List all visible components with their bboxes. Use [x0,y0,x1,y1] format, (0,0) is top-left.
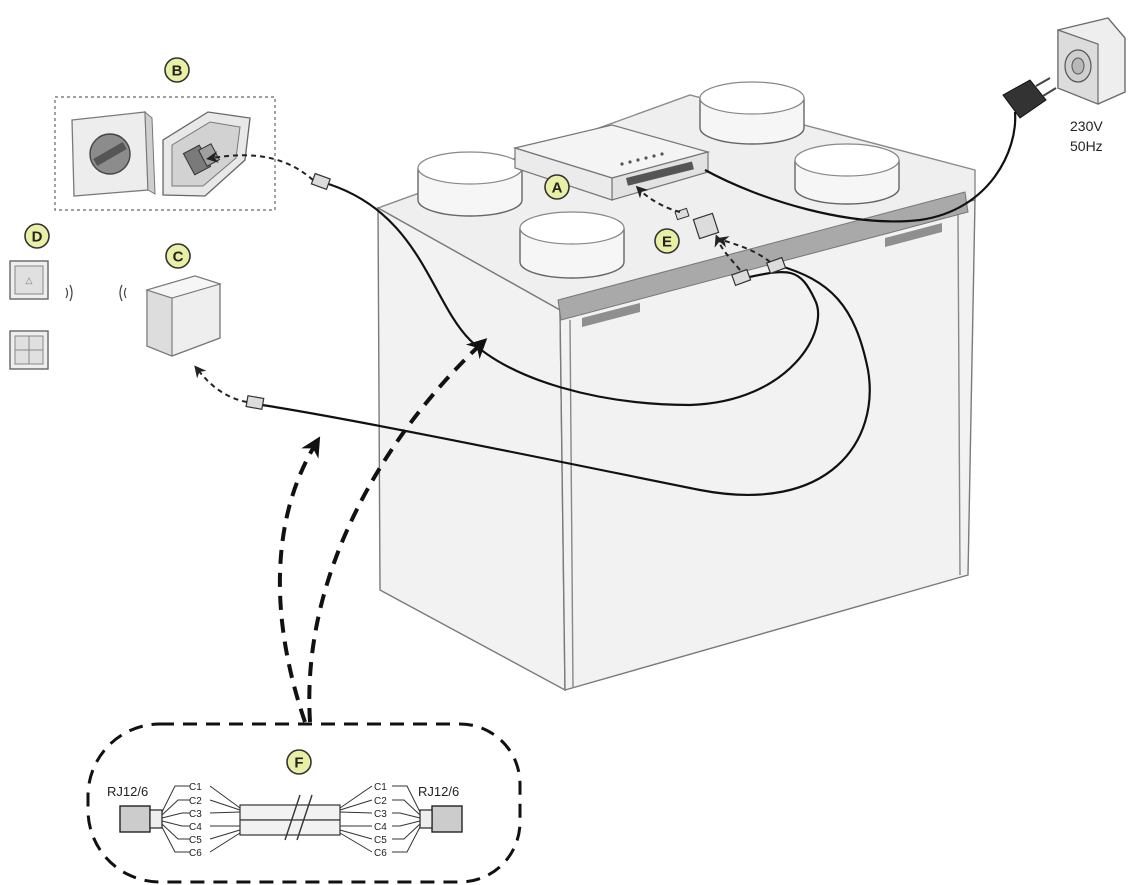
badge-f: F [286,749,312,775]
cable-receiver-to-unit [261,263,871,496]
rail-handle-right [885,223,942,247]
wire-label: C1 [189,782,202,793]
wire-label: C5 [189,835,202,846]
badge-e: E [654,228,680,254]
arrow-to-module-a [635,185,681,213]
connector-label-right: RJ12/6 [418,784,459,799]
svg-text:△: △ [26,275,33,285]
wire-label: C6 [374,848,387,859]
wire-fan-right [339,785,421,853]
badge-a: A [544,174,570,200]
wire-fan-left [161,785,241,853]
wire-label: C6 [189,848,202,859]
control-module-port-strip [626,161,694,186]
badge-label: A [552,180,563,197]
rj12-plug-left [119,805,163,833]
power-cable [704,111,1017,223]
wire-label: C1 [374,782,387,793]
wire-label: C4 [374,822,387,833]
wire-labels-right: C1 C2 C3 C4 C5 C6 [374,782,387,859]
badge-b: B [164,57,190,83]
arrow-f-to-receiver-cable [277,436,321,723]
badge-d: D [24,223,50,249]
rotary-switch [71,110,156,197]
rj-connector [310,172,331,191]
badge-label: F [294,755,303,772]
badge-label: C [173,249,184,266]
cable-switch-to-unit [321,180,820,407]
flat-cable [239,794,341,841]
wireless-signal-icon [65,284,73,302]
badge-c: C [165,243,191,269]
rj12-plug-right [419,805,463,833]
wire-label: C5 [374,835,387,846]
wire-label: C2 [189,796,202,807]
rail-handle-left [582,303,640,327]
badge-label: D [32,229,43,246]
connector-label-left: RJ12/6 [107,784,148,799]
power-socket [1057,17,1126,105]
arrow-f-to-switch-cable [307,338,488,723]
remote-control-2 [9,330,49,370]
arrow-to-receiver [194,365,248,403]
power-plug [704,77,1057,223]
wire-label: C3 [374,809,387,820]
voltage-label: 230V [1070,118,1103,134]
wire-label: C3 [189,809,202,820]
duct-collar-front-left [417,151,523,217]
wireless-signal-icon [119,284,127,302]
rj-connector [245,394,265,410]
frequency-label: 50Hz [1070,138,1103,154]
wire-labels-left: C1 C2 C3 C4 C5 C6 [189,782,202,859]
duct-collar-back [699,81,805,145]
wireless-receiver [145,275,222,357]
ventilation-unit [376,81,976,692]
duct-collar-front [519,211,625,279]
rj-connector [766,256,787,275]
rj-connector [731,268,752,287]
wire-label: C4 [189,822,202,833]
cable-detail-frame [86,722,522,884]
arrow-to-splitter-2 [716,236,771,263]
wall-switch-socket [162,111,251,197]
badge-label: E [662,234,672,251]
arrow-to-splitter-1 [714,234,741,271]
duct-collar-right [794,143,900,205]
badge-label: B [172,63,183,80]
wire-label: C2 [374,796,387,807]
switch-panel-frame [54,96,276,211]
remote-control-1: △ [9,260,49,300]
arrow-to-switch [206,151,314,181]
